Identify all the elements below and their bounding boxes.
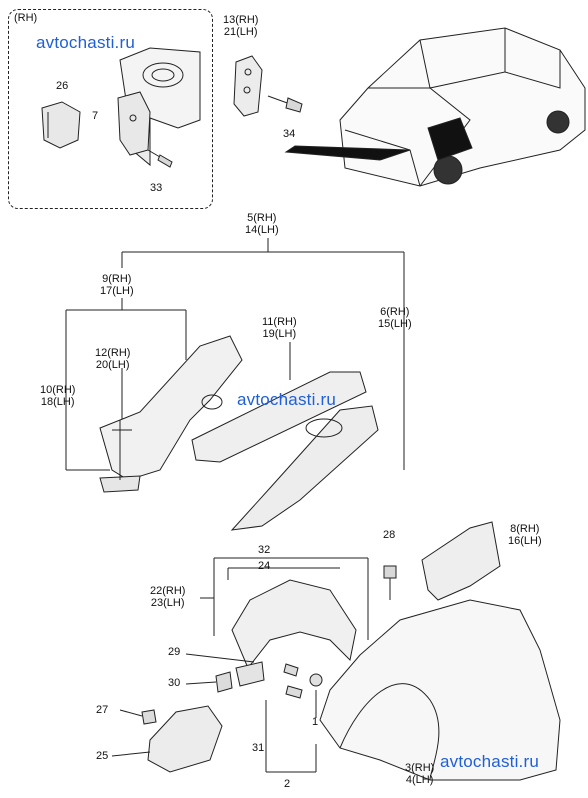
part-label-30: 30: [168, 677, 181, 689]
watermark: avtochasti.ru: [440, 752, 539, 771]
fender-drawing: [319, 599, 561, 781]
part-label-5-14: 5(RH) 14(LH): [245, 212, 279, 236]
liner-22-23-drawing: [231, 579, 357, 687]
part-label-8-16: 8(RH) 16(LH): [508, 523, 542, 547]
part-label-27: 27: [96, 704, 109, 716]
part-label-32: 32: [258, 544, 271, 556]
part-label-7: 7: [92, 110, 99, 122]
leader-5-14: [121, 238, 405, 470]
leader-31: [265, 700, 317, 773]
leader-9-17: [65, 298, 187, 471]
part-label-3-4: 3(RH) 4(LH): [405, 762, 435, 786]
watermark: avtochasti.ru: [237, 390, 336, 409]
part-label-11-19: 11(RH) 19(LH): [262, 316, 297, 340]
part-label-10-18: 10(RH) 18(LH): [40, 384, 76, 408]
clip-1-drawing: [309, 673, 323, 687]
part-label-25: 25: [96, 750, 109, 762]
side-member-drawing: [99, 335, 379, 531]
leader-30: [185, 681, 217, 685]
inset-side-label: (RH): [14, 12, 38, 24]
part-label-13-21: 13(RH) 21(LH): [223, 14, 259, 38]
bolt-33-drawing: [147, 149, 173, 168]
part-label-9-17: 9(RH) 17(LH): [100, 273, 134, 297]
part-label-22-23: 22(RH) 23(LH): [150, 585, 186, 609]
rh-detail-inset: [8, 9, 213, 209]
screw-30-drawing: [215, 671, 233, 693]
bracket-26-drawing: [41, 101, 81, 149]
leader-25: [111, 751, 151, 757]
leader-27: [119, 709, 143, 717]
part-label-33: 33: [150, 182, 163, 194]
bracket-13-21-drawing: [233, 55, 263, 117]
mudguard-25-drawing: [147, 705, 223, 773]
leader-29: [185, 653, 255, 663]
part-label-6-15: 6(RH) 15(LH): [378, 306, 412, 330]
part-label-1: 1: [312, 716, 319, 728]
shield-8-16-drawing: [421, 521, 501, 601]
part-label-29: 29: [168, 646, 181, 658]
part-label-34: 34: [283, 128, 296, 140]
part-label-28: 28: [383, 529, 396, 541]
clip-27-drawing: [141, 709, 157, 725]
bolt-34-drawing: [267, 95, 303, 113]
bolt-28-drawing: [383, 565, 397, 600]
part-label-12-20: 12(RH) 20(LH): [95, 347, 131, 371]
part-label-2: 2: [284, 778, 291, 790]
bolt-31-drawing: [285, 685, 303, 699]
leader-32-24: [213, 557, 369, 640]
bolt-29-drawing: [283, 663, 299, 677]
part-label-26: 26: [56, 80, 69, 92]
part-label-24: 24: [258, 560, 271, 572]
car-drawing: [284, 27, 586, 187]
watermark: avtochasti.ru: [36, 33, 135, 52]
part-label-31: 31: [252, 742, 265, 754]
